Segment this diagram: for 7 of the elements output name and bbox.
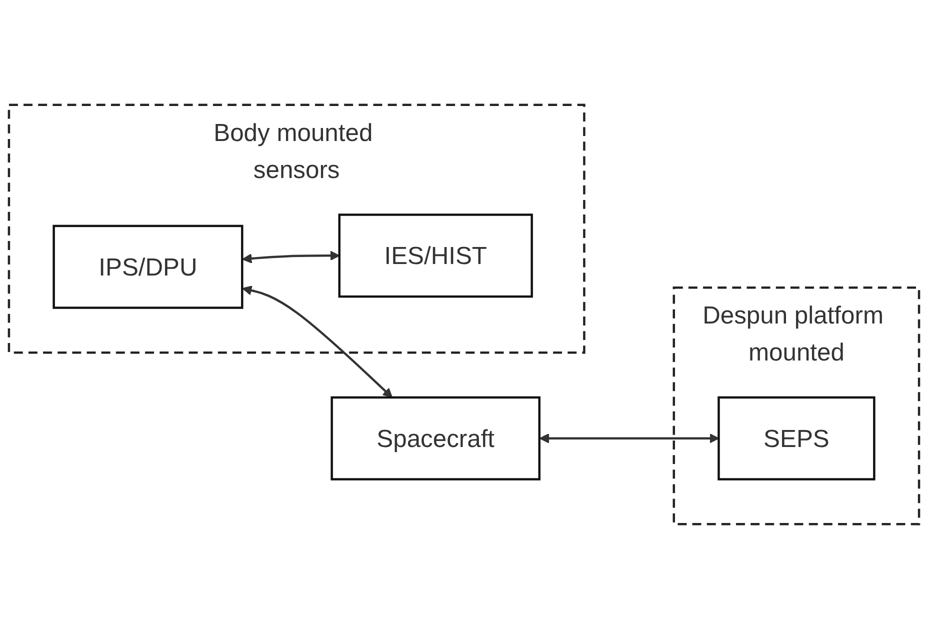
arrow	[539, 433, 720, 444]
node-box: IES/HIST	[338, 214, 533, 298]
arrow	[242, 286, 393, 398]
node-box: IPS/DPU	[52, 224, 244, 309]
arrow	[242, 250, 340, 264]
node-box: SEPS	[718, 396, 876, 480]
node-box: Spacecraft	[330, 396, 540, 480]
